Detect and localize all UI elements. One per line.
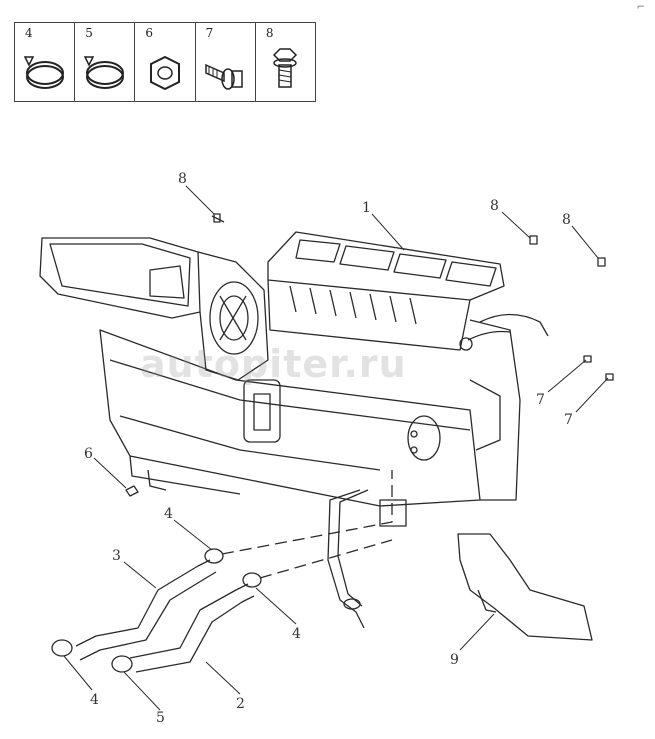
- callout-6: 6: [84, 446, 93, 462]
- parts-legend: 4 5 6 7 8: [14, 22, 316, 102]
- hose-3: [75, 559, 211, 647]
- hose-clamp: [242, 572, 262, 588]
- callout-8: 8: [562, 212, 571, 228]
- heater-tube: [327, 489, 365, 629]
- watermark: autopiter.ru: [140, 342, 407, 386]
- fastener-bolt: [211, 213, 225, 223]
- fastener-bolt: [597, 257, 606, 267]
- legend-number: 6: [145, 26, 154, 40]
- fastener-bolt: [529, 235, 538, 245]
- hose-clamp-icon: [83, 56, 125, 89]
- fastener-bolt: [583, 355, 592, 363]
- callout-2: 2: [236, 696, 245, 712]
- legend-cell-bolt-8: 8: [256, 23, 315, 101]
- bolt-with-washer-icon: [204, 63, 243, 90]
- callout-5: 5: [156, 710, 165, 726]
- legend-number: 4: [25, 26, 33, 40]
- callout-4: 4: [90, 692, 99, 708]
- legend-number: 8: [265, 26, 274, 40]
- legend-cell-nut-6: 6: [135, 23, 196, 101]
- callout-3: 3: [112, 548, 121, 564]
- hex-bolt-icon: [272, 48, 297, 88]
- hose-clamp-icon: [23, 56, 64, 89]
- callout-8: 8: [490, 198, 499, 214]
- legend-cell-clamp-4: 4: [15, 23, 76, 101]
- callout-9: 9: [450, 652, 459, 668]
- hose-2: [129, 583, 249, 659]
- duct-9: [457, 533, 593, 641]
- fastener-nut: [125, 485, 139, 497]
- hose-clamp: [111, 655, 133, 673]
- hose-clamp: [204, 548, 224, 564]
- callout-4: 4: [164, 506, 173, 522]
- legend-number: 5: [85, 26, 93, 40]
- hvac-housing: [39, 231, 549, 527]
- fastener-bolt: [605, 373, 614, 381]
- callout-1: 1: [362, 200, 371, 216]
- callout-7: 7: [564, 412, 573, 428]
- legend-number: 7: [205, 26, 214, 40]
- legend-cell-clamp-5: 5: [75, 23, 136, 101]
- callout-7: 7: [536, 392, 545, 408]
- corner-mark: ⌐: [636, 2, 645, 13]
- hex-nut-icon: [150, 55, 181, 91]
- legend-cell-bolt-7: 7: [196, 23, 256, 101]
- callout-4: 4: [292, 626, 301, 642]
- callout-8: 8: [178, 171, 187, 187]
- hose-clamp: [51, 639, 73, 657]
